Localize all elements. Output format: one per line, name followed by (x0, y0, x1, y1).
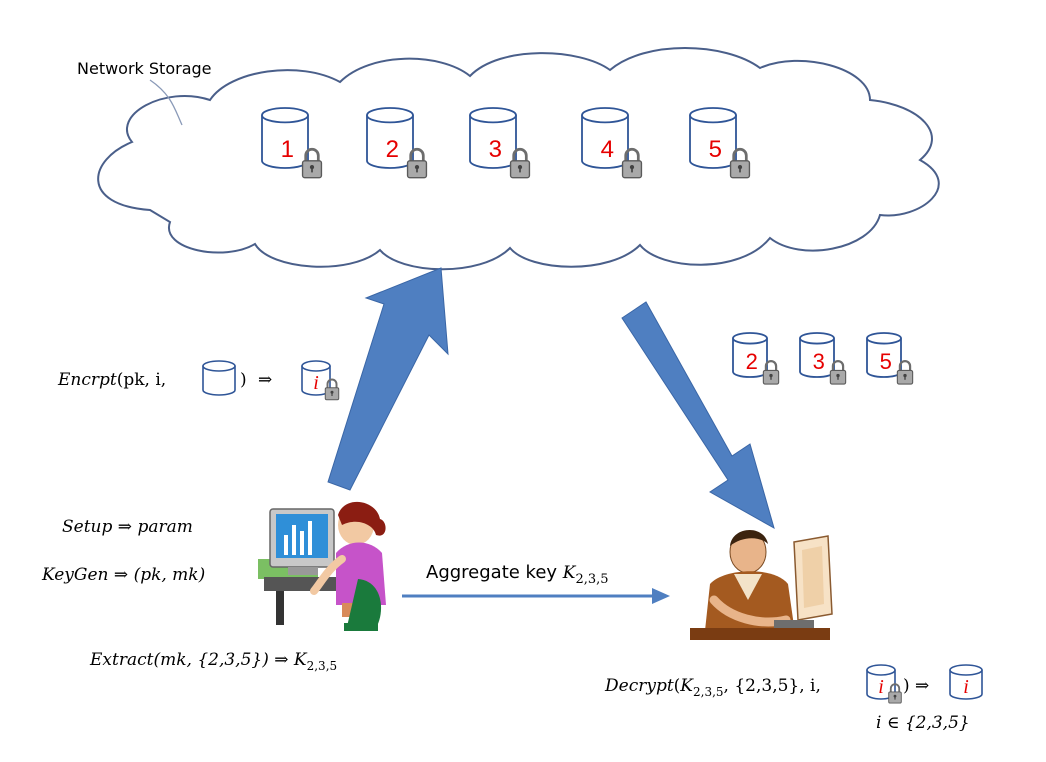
database-label: 3 (813, 349, 825, 374)
encrypted-database-icon: i (301, 360, 340, 401)
aggregate-key-base: K (562, 563, 577, 583)
decrypt-arrow: ⇒ (915, 676, 929, 696)
padlock-icon (762, 359, 780, 386)
decrypt-key-sub: 2,3,5 (693, 685, 724, 699)
cloud-database-group: 1 2 3 4 5 (261, 107, 751, 180)
encrypt-formula: Encrpt(pk, i, ) ⇒ i (57, 360, 340, 401)
decrypt-input-label: i (878, 676, 884, 698)
svg-text:) ⇒: ) ⇒ (240, 370, 272, 390)
upload-arrow (327, 267, 449, 491)
decrypt-key: K (679, 676, 694, 696)
database-cloud-4: 4 (581, 107, 643, 180)
setup-arrow: ⇒ (118, 517, 132, 537)
database-retrieved-3: 3 (799, 332, 847, 386)
setup-formula: Setup ⇒ param (62, 517, 193, 537)
extract-fn: Extract (89, 650, 154, 670)
network-storage-label: Network Storage (77, 59, 212, 78)
database-label: 4 (601, 136, 614, 163)
decrypt-output-label: i (963, 676, 969, 698)
database-retrieved-2: 2 (732, 332, 780, 386)
keygen-fn: KeyGen (41, 565, 109, 585)
extract-arrow: ⇒ (274, 650, 288, 670)
database-label: 3 (489, 136, 502, 163)
extract-key: K (293, 650, 308, 670)
extract-args: (mk, {2,3,5}) (153, 650, 268, 670)
database-label: 1 (281, 136, 294, 163)
plain-database-icon (202, 360, 236, 396)
database-label: 2 (746, 349, 758, 374)
database-cloud-2: 2 (366, 107, 428, 180)
setup-result: param (137, 517, 192, 537)
extract-formula: Extract(mk, {2,3,5}) ⇒ K2,3,5 (89, 650, 337, 673)
database-label: 5 (880, 349, 892, 374)
database-label: 2 (386, 136, 399, 163)
database-cloud-3: 3 (469, 107, 531, 180)
aggregate-key-text: Aggregate key (426, 562, 563, 583)
aggregate-key-label: Aggregate key K2,3,5 (426, 562, 609, 587)
encrypt-fn: Encrpt (57, 370, 117, 390)
encrypted-db-label: i (313, 372, 319, 394)
setup-fn: Setup (62, 517, 112, 537)
keygen-formula: KeyGen ⇒ (pk, mk) (41, 565, 205, 585)
padlock-icon (829, 359, 847, 386)
encrypt-args-post: ) (240, 370, 247, 390)
svg-text:Encrpt(pk, i,: Encrpt(pk, i, (57, 370, 166, 390)
aggregate-key-sub: 2,3,5 (576, 572, 609, 587)
extract-key-sub: 2,3,5 (307, 659, 338, 673)
aggregate-key-arrow (402, 588, 670, 604)
padlock-icon (896, 359, 914, 386)
decrypt-args-post: ) (903, 676, 910, 696)
database-cloud-5: 5 (689, 107, 751, 180)
database-label: 5 (709, 136, 722, 163)
decrypt-formula: Decrypt(K2,3,5, {2,3,5}, i, i ) ⇒ i (604, 664, 983, 705)
database-retrieved-5: 5 (866, 332, 914, 386)
cloud-shape (97, 47, 940, 271)
download-arrow (621, 301, 775, 530)
keygen-result: (pk, mk) (134, 565, 206, 585)
decrypted-output-database-icon: i (949, 664, 983, 700)
database-cloud-1: 1 (261, 107, 323, 180)
membership-condition: i ∈ {2,3,5} (876, 713, 970, 733)
encrypt-arrow: ⇒ (258, 370, 272, 390)
woman-at-computer-icon (258, 501, 386, 631)
encrypted-input-database-icon: i (866, 664, 903, 705)
keygen-arrow: ⇒ (114, 565, 128, 585)
decrypt-args-pre: ( (674, 676, 681, 696)
callout-pointer (149, 79, 183, 126)
decrypt-args-mid: , {2,3,5}, i, (724, 676, 821, 696)
decrypt-fn: Decrypt (604, 676, 674, 696)
svg-text:) ⇒: ) ⇒ (903, 676, 929, 696)
man-at-computer-icon (690, 529, 833, 640)
retrieved-database-group: 2 3 5 (732, 332, 914, 386)
encrypt-args-pre: (pk, i, (117, 370, 166, 390)
svg-text:Decrypt(K2,3,5, {2,3,5}, i,: Decrypt(K2,3,5, {2,3,5}, i, (604, 676, 821, 699)
